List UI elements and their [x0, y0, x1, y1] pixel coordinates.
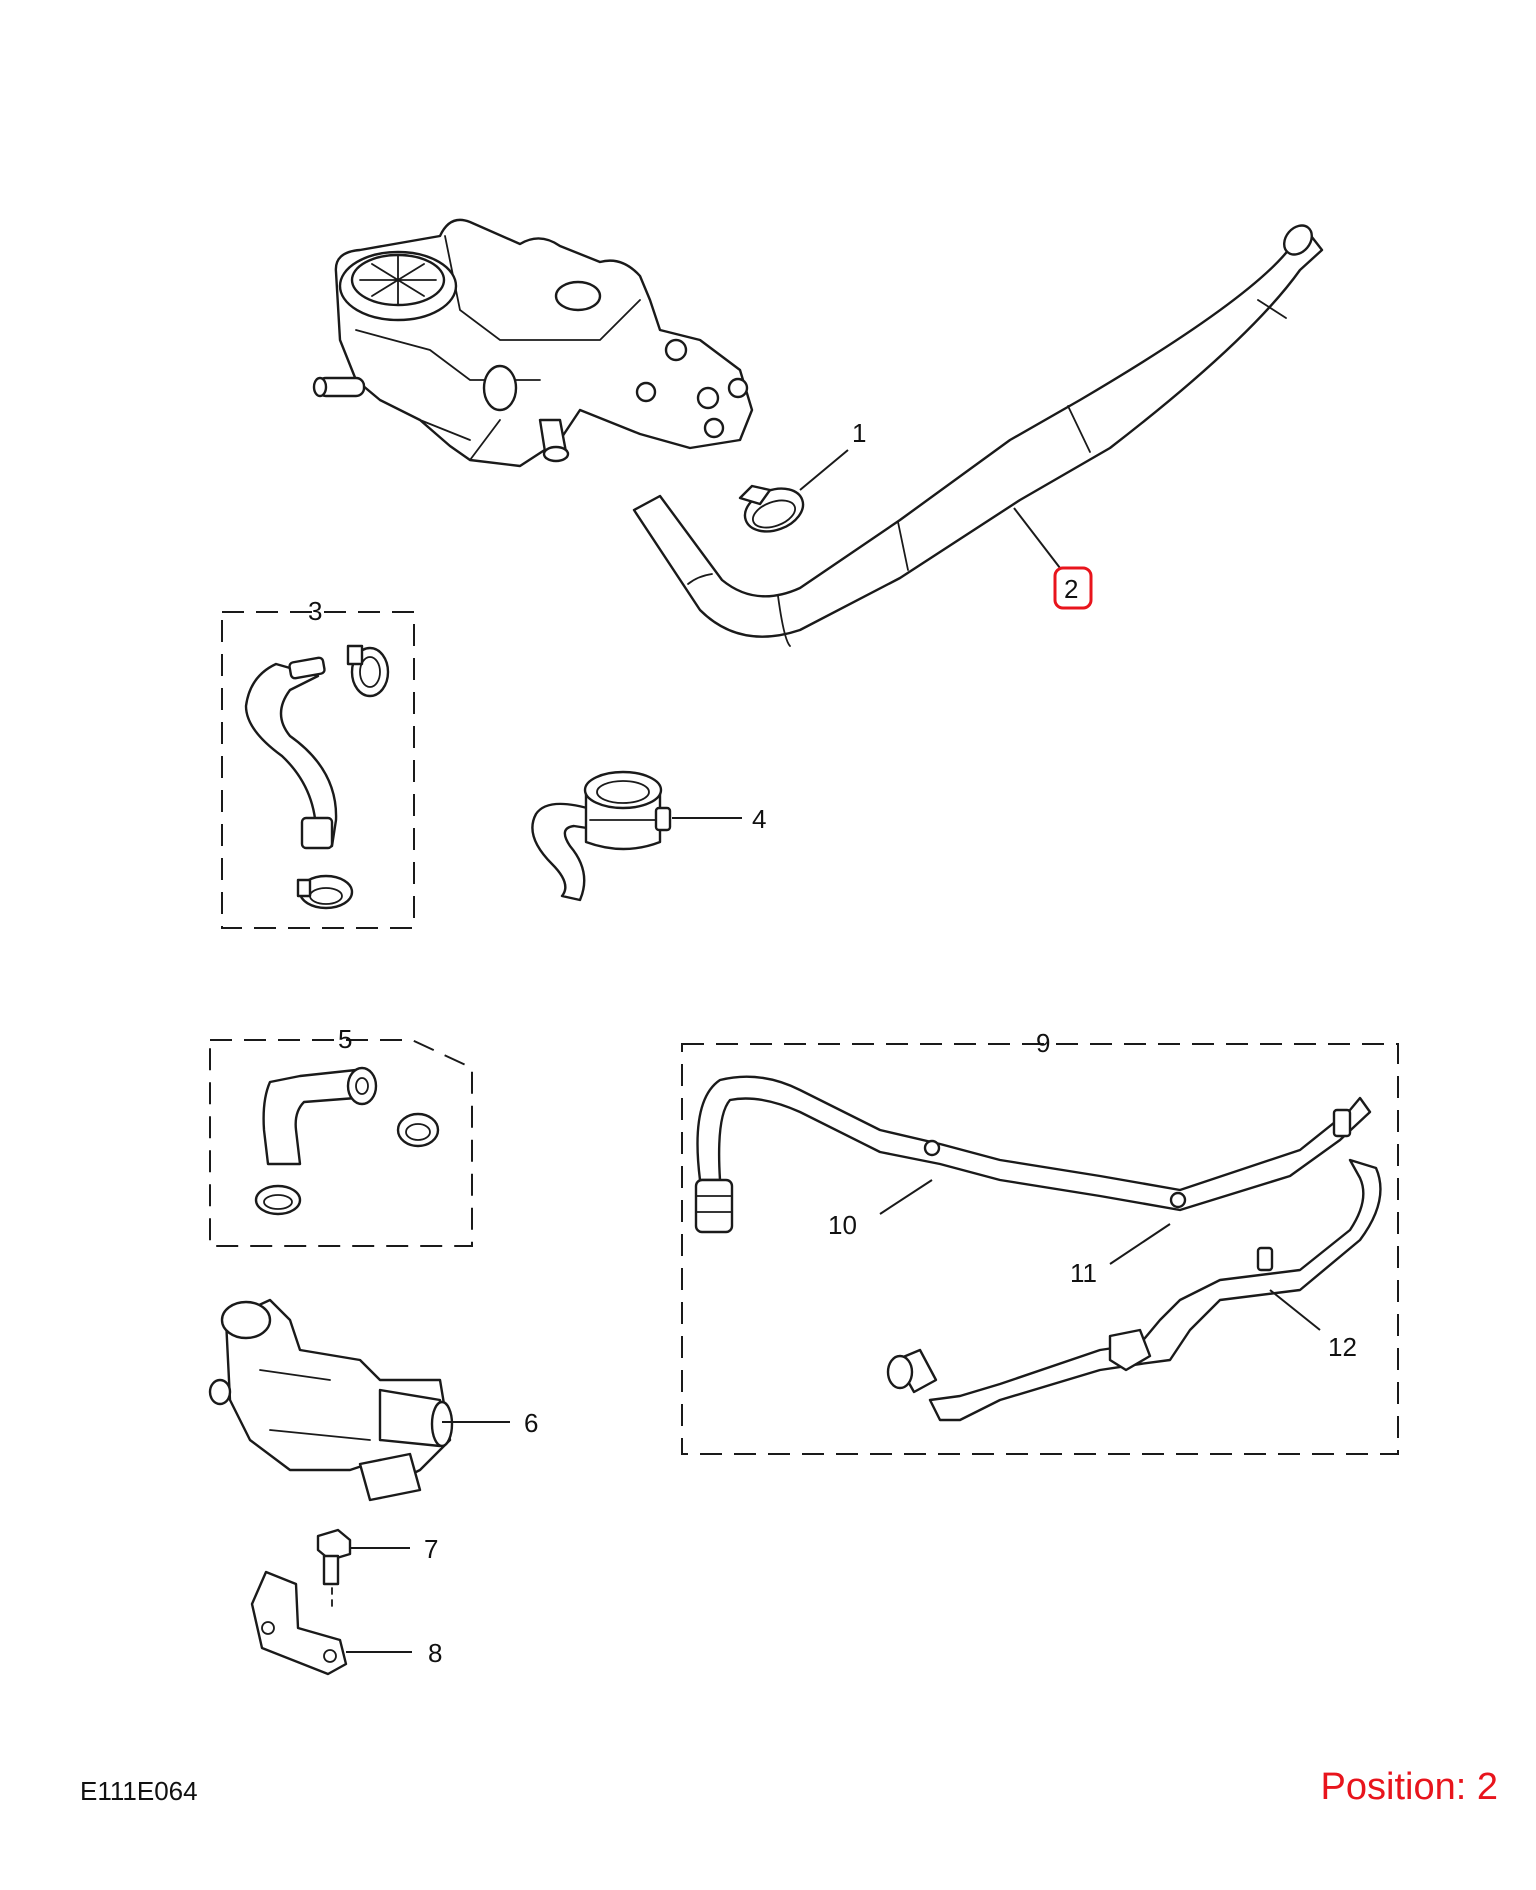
callout-11: 11	[1070, 1258, 1097, 1288]
bracket-8	[250, 1570, 348, 1676]
bolt-7	[316, 1528, 352, 1611]
callout-labels: 1 2 3 4 5 6 7 8 9 10 11 12	[308, 418, 1357, 1668]
callout-7: 7	[424, 1534, 438, 1564]
callout-5: 5	[338, 1024, 352, 1054]
callout-12: 12	[1328, 1332, 1357, 1362]
purge-valve-6	[208, 1298, 454, 1502]
illustration-code: E111E064	[80, 1776, 198, 1806]
breather-hose-2	[632, 224, 1324, 647]
hose-kit-3	[221, 611, 415, 929]
callout-3: 3	[308, 596, 322, 626]
hose-harness-kit-9	[681, 1043, 1399, 1455]
position-indicator: Position: 2	[1320, 1766, 1498, 1808]
hose-clamp-1	[738, 484, 805, 533]
leader-lines	[346, 449, 1321, 1653]
callout-4: 4	[752, 804, 766, 834]
callout-9: 9	[1036, 1028, 1050, 1058]
engine-cover-housing	[312, 218, 754, 468]
hose-kit-5	[209, 1039, 473, 1247]
callout-6: 6	[524, 1408, 538, 1438]
callout-2-highlight	[1053, 566, 1093, 610]
callout-8: 8	[428, 1638, 442, 1668]
callout-1: 1	[852, 418, 866, 448]
callout-10: 10	[828, 1210, 857, 1240]
callout-2: 2	[1064, 574, 1078, 604]
hose-with-clamp-4	[531, 770, 672, 902]
